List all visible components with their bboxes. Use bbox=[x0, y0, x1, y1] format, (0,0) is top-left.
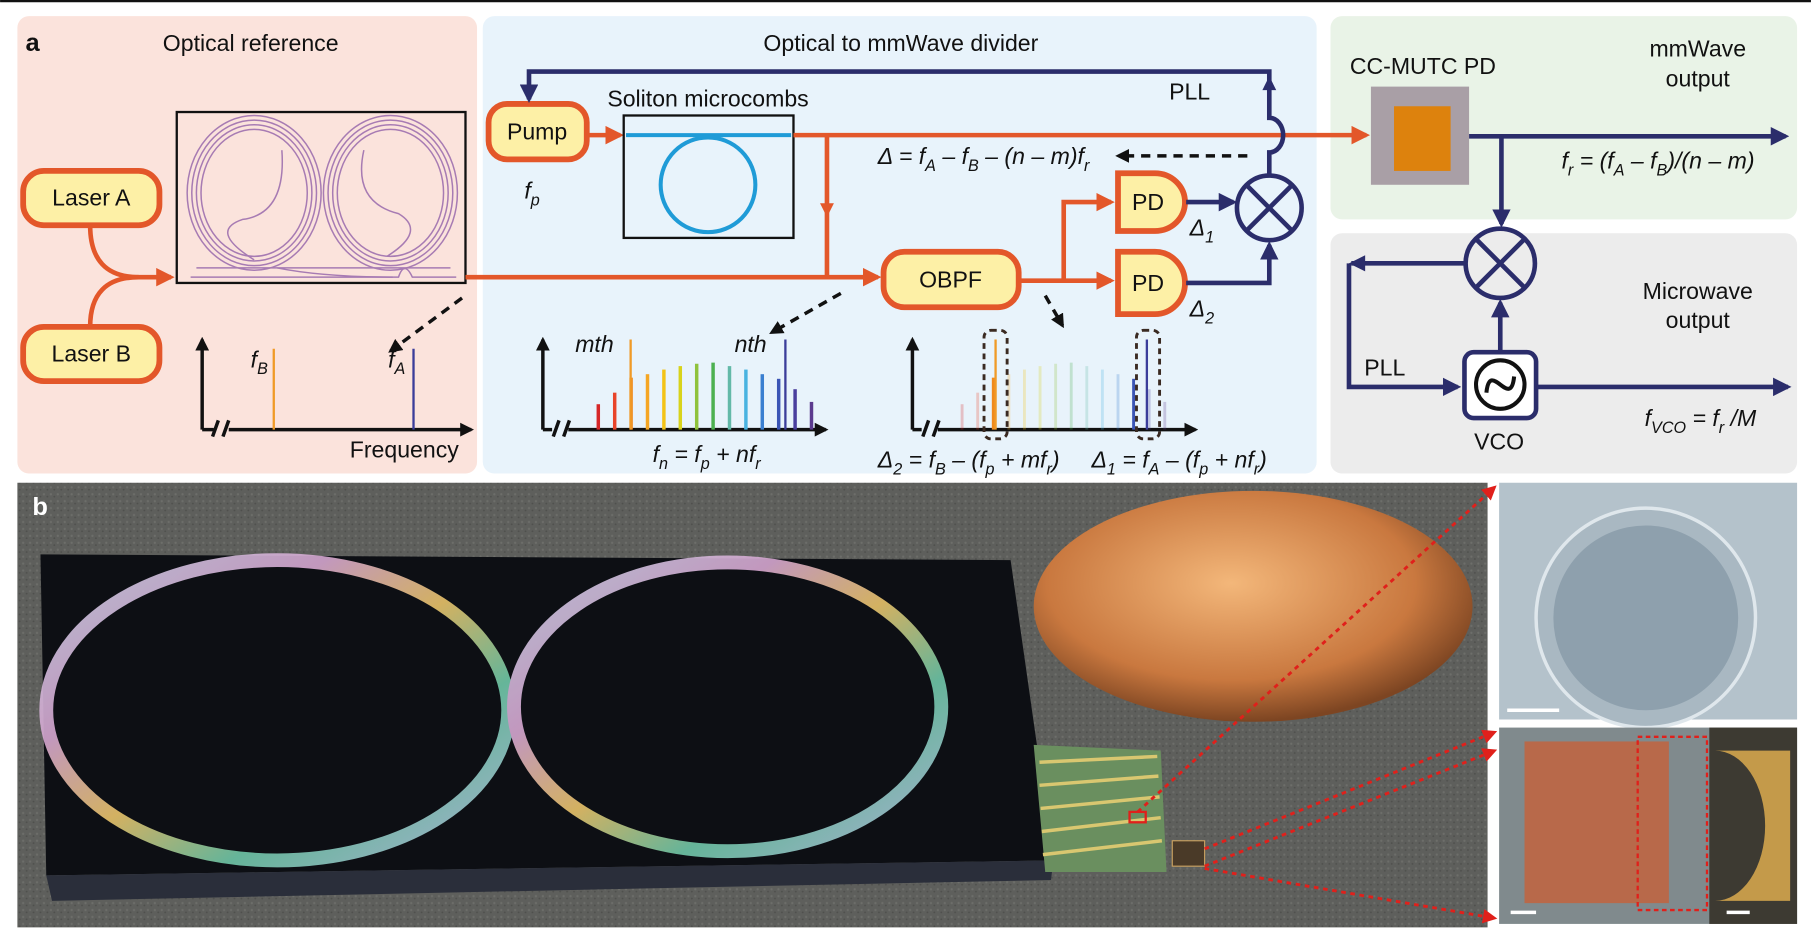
pump-frequency-label: fp​ bbox=[524, 178, 539, 210]
optical-reference-panel bbox=[17, 16, 478, 474]
soliton-microcomb-chip bbox=[622, 114, 795, 240]
pll-feedback-line bbox=[519, 69, 1286, 176]
pd1-box bbox=[1115, 170, 1188, 234]
delta1-formula: Δ1​ = fA​ – (fp​ + nfr​) bbox=[1090, 447, 1266, 479]
photodiode-inset bbox=[1499, 727, 1798, 924]
pd2-box bbox=[1115, 248, 1188, 318]
pll-bottom-label: PLL bbox=[1364, 354, 1405, 380]
vco-icon bbox=[1462, 349, 1539, 421]
delta2-formula: Δ2​ = fB​ – (fp​ + mfr​) bbox=[877, 447, 1060, 479]
delta1-label: Δ1​ bbox=[1189, 215, 1214, 247]
mth-label: mth bbox=[575, 331, 613, 357]
reference-cavity-chip-photo bbox=[40, 554, 1054, 876]
mmwave-output-title-2: output bbox=[1666, 66, 1731, 92]
panel-a-letter: a bbox=[25, 29, 40, 57]
delta-formula: Δ = fA​ – fB​ – (n – m)fr​ bbox=[877, 143, 1090, 175]
fn-formula: fn​ = fp​ + nfr​ bbox=[653, 441, 762, 473]
mixer-2-icon bbox=[1463, 226, 1538, 301]
optical-reference-title: Optical reference bbox=[163, 30, 339, 56]
microwave-output-title-2: output bbox=[1666, 307, 1731, 333]
pll-top-label: PLL bbox=[1169, 78, 1210, 104]
pump-box bbox=[485, 101, 590, 163]
device-photo bbox=[17, 482, 1488, 928]
panel-b-letter: b bbox=[32, 493, 48, 521]
mixer-1-icon bbox=[1234, 173, 1304, 243]
cc-mutc-pd-core bbox=[1394, 106, 1451, 171]
pd2-to-mixer-line bbox=[1186, 241, 1279, 286]
comb-spectrum bbox=[535, 336, 829, 438]
fa-label: fA​ bbox=[388, 346, 405, 378]
comb-spectrum-dashed-arrow bbox=[769, 291, 842, 335]
pll-left-arrowhead bbox=[1348, 255, 1366, 272]
laser-b-to-ref-line bbox=[87, 274, 139, 327]
divider-title: Optical to mmWave divider bbox=[763, 30, 1038, 56]
filtered-spectrum-dashed-arrow bbox=[1043, 294, 1065, 329]
inset-pointer-lines bbox=[1136, 485, 1498, 924]
laser-a-label: Laser A bbox=[52, 185, 131, 211]
laser-a-box bbox=[20, 168, 163, 229]
microring-inset bbox=[1499, 482, 1798, 730]
mmwave-output-title-1: mmWave bbox=[1649, 36, 1746, 62]
microwave-output-title-1: Microwave bbox=[1643, 278, 1753, 304]
pll-up-arrowhead bbox=[1262, 76, 1277, 91]
comb-down-arrowhead bbox=[820, 203, 834, 218]
vco-label: VCO bbox=[1474, 428, 1524, 454]
soliton-label: Soliton microcombs bbox=[607, 85, 808, 111]
pd2-label: PD bbox=[1132, 270, 1164, 296]
filtered-spectrum bbox=[905, 328, 1199, 441]
pump-label: Pump bbox=[507, 119, 567, 145]
fb-label: fB​ bbox=[251, 346, 268, 378]
frequency-label: Frequency bbox=[350, 436, 459, 462]
pll-to-vco-line bbox=[1346, 263, 1462, 397]
penny bbox=[1033, 490, 1473, 722]
reference-spectrum bbox=[195, 336, 475, 438]
laser-b-label: Laser B bbox=[52, 340, 132, 366]
divider-panel bbox=[482, 16, 1317, 474]
fvco-formula: fVCO​ = fr​ /M bbox=[1645, 405, 1757, 437]
obpf-to-pd1-line bbox=[1061, 192, 1115, 281]
pd1-label: PD bbox=[1132, 189, 1164, 215]
reference-cavity-chip bbox=[175, 110, 467, 285]
nth-label: nth bbox=[735, 331, 767, 357]
delta2-label: Δ2​ bbox=[1189, 295, 1214, 327]
obpf-label: OBPF bbox=[919, 267, 982, 293]
microwave-panel bbox=[1330, 233, 1798, 474]
cc-mutc-chip-photo bbox=[1171, 840, 1206, 867]
laser-b-box bbox=[20, 323, 163, 385]
cc-mutc-label: CC-MUTC PD bbox=[1350, 53, 1496, 79]
fr-formula: fr​ = (fA​ – fB​)/(n – m) bbox=[1561, 148, 1754, 180]
